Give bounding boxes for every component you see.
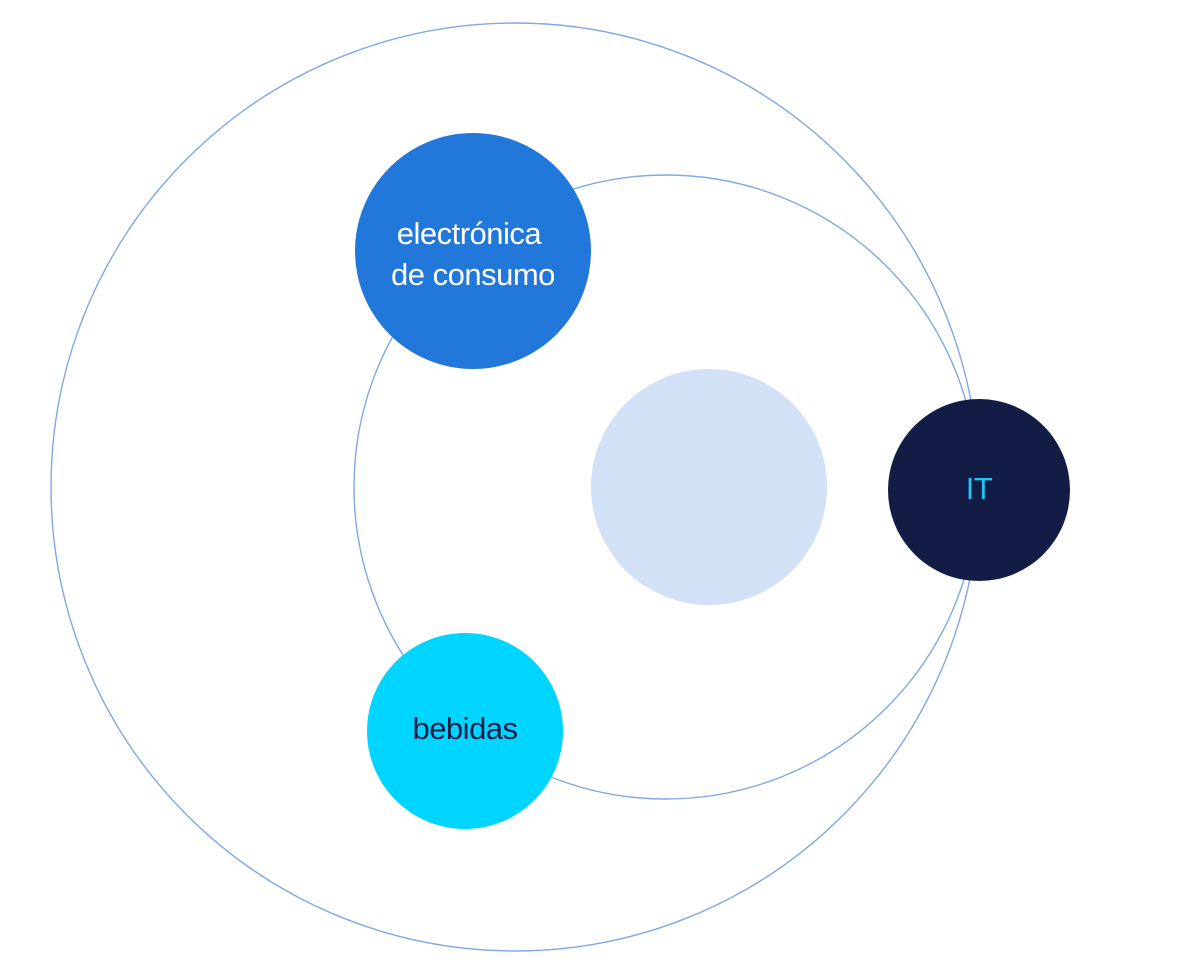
electronics-label: electrónica de consumo	[391, 216, 555, 292]
it-label: IT	[966, 471, 993, 506]
drinks-circle	[367, 633, 563, 829]
it-circle	[888, 399, 1070, 581]
node-drinks: bebidas	[367, 633, 563, 829]
node-it: IT	[888, 399, 1070, 581]
node-electronics: electrónica de consumo	[355, 133, 591, 369]
center-circle	[591, 369, 827, 605]
drinks-label: bebidas	[412, 711, 517, 746]
electronics-label-line2: de consumo	[391, 257, 555, 292]
electronics-label-line1: electrónica	[397, 216, 543, 251]
electronics-circle	[355, 133, 591, 369]
